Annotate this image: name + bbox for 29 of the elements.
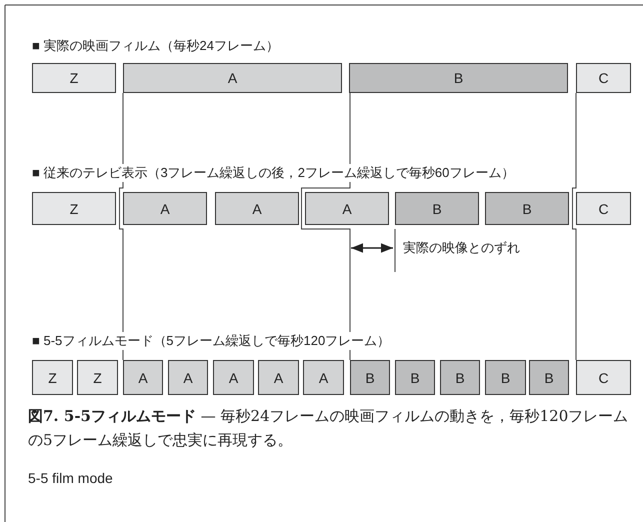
frame-box: B: [440, 360, 480, 395]
figure-caption: 図7. 5-5フィルムモード — 毎秒24フレームの映画フィルムの動きを，毎秒120フレームの5フレーム繰返しで忠実に再現する。: [28, 406, 630, 451]
frame-box: A: [213, 360, 254, 395]
frame-box: C: [576, 63, 631, 93]
frame-box: B: [485, 360, 526, 395]
frame-box: Z: [32, 63, 116, 93]
frame-box: Z: [32, 360, 73, 395]
frame-box: C: [576, 360, 631, 395]
frame-box: A: [123, 360, 163, 395]
frame-box: B: [529, 360, 569, 395]
annotation-text: 実際の映像とのずれ: [403, 239, 520, 257]
frame-box: B: [395, 360, 435, 395]
alignment-line: [572, 92, 576, 360]
alignment-line: [301, 92, 350, 360]
frame-box: A: [123, 192, 207, 225]
frame-box: B: [485, 192, 569, 225]
frame-box: A: [258, 360, 299, 395]
frame-box: A: [305, 192, 389, 225]
frame-box: A: [215, 192, 299, 225]
frame-box: B: [350, 360, 390, 395]
frame-box: Z: [77, 360, 118, 395]
frame-box: B: [395, 192, 479, 225]
frame-box: A: [123, 63, 342, 93]
english-caption: 5-5 film mode: [28, 470, 113, 486]
frame-box: A: [168, 360, 208, 395]
frame-box: B: [349, 63, 568, 93]
frame-box: Z: [32, 192, 116, 225]
frame-box: C: [576, 192, 631, 225]
frame-box: A: [303, 360, 344, 395]
